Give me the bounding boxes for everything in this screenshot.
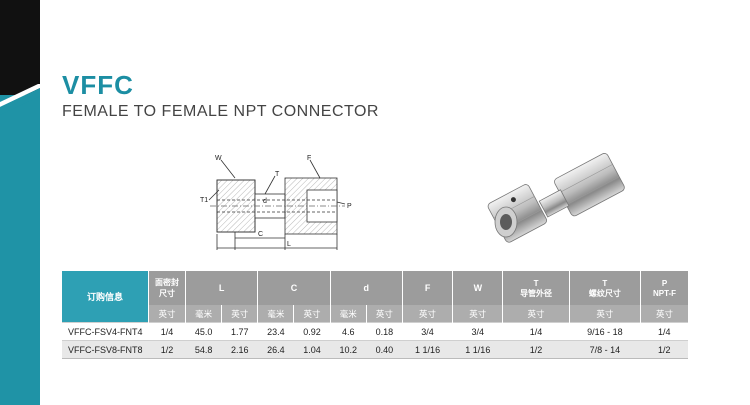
unit-cell: 毫米 bbox=[257, 305, 294, 323]
left-decor-stripe bbox=[0, 84, 40, 115]
table-cell: 3/4 bbox=[402, 322, 453, 341]
left-decor-teal bbox=[0, 95, 40, 405]
table-cell: VFFC-FSV8-FNT8 bbox=[62, 340, 149, 359]
unit-cell: 英寸 bbox=[568, 305, 641, 323]
table-cell: VFFC-FSV4-FNT4 bbox=[62, 322, 149, 341]
label-C: C bbox=[258, 231, 263, 238]
table-cell: 26.4 bbox=[257, 340, 294, 359]
label-F: F bbox=[307, 155, 311, 162]
table-cell: 7/8 - 14 bbox=[569, 340, 641, 359]
table-cell: 45.0 bbox=[185, 322, 222, 341]
table-cell: 2.16 bbox=[221, 340, 258, 359]
table-cell: 0.40 bbox=[366, 340, 403, 359]
label-L: L bbox=[287, 241, 291, 248]
unit-cell: 英寸 bbox=[452, 305, 503, 323]
table-cell: 1.04 bbox=[293, 340, 331, 359]
table-cell: 9/16 - 18 bbox=[569, 322, 641, 341]
page-subtitle: FEMALE TO FEMALE NPT CONNECTOR bbox=[62, 103, 379, 120]
header-face-seal: 面密封尺寸 bbox=[148, 271, 186, 305]
header-L: L bbox=[184, 271, 258, 305]
table-cell: 1/2 bbox=[640, 340, 688, 359]
product-image bbox=[487, 153, 625, 243]
left-decor-dark bbox=[0, 0, 40, 95]
label-T: T bbox=[275, 171, 280, 178]
table-cell: 0.92 bbox=[293, 322, 331, 341]
table-cell: 23.4 bbox=[257, 322, 294, 341]
table-row: VFFC-FSV8-FNT8 1/2 54.8 2.16 26.4 1.04 1… bbox=[62, 340, 688, 359]
unit-cell: 英寸 bbox=[365, 305, 403, 323]
table-cell: 1.77 bbox=[221, 322, 258, 341]
unit-cell: 英寸 bbox=[401, 305, 453, 323]
unit-cell: 英寸 bbox=[221, 305, 258, 323]
table-cell: 54.8 bbox=[185, 340, 222, 359]
unit-cell: 毫米 bbox=[329, 305, 367, 323]
table-cell: 1 1/16 bbox=[402, 340, 453, 359]
header-W: W bbox=[452, 271, 503, 305]
table-cell: 1 1/16 bbox=[452, 340, 503, 359]
table-cell: 1/2 bbox=[148, 340, 186, 359]
unit-cell: 英寸 bbox=[293, 305, 331, 323]
table-cell: 0.18 bbox=[366, 322, 403, 341]
table-cell: 3/4 bbox=[452, 322, 503, 341]
unit-cell: 英寸 bbox=[640, 305, 688, 323]
header-d: d bbox=[329, 271, 403, 305]
table-cell: 1/4 bbox=[148, 322, 186, 341]
header-C: C bbox=[257, 271, 331, 305]
label-W: W bbox=[215, 155, 222, 162]
label-P: P bbox=[347, 203, 352, 210]
connector-diagram: W F T T1 d P C L bbox=[200, 155, 352, 250]
table-cell: 4.6 bbox=[330, 322, 367, 341]
table-cell: 10.2 bbox=[330, 340, 367, 359]
label-T1: T1 bbox=[200, 197, 208, 204]
header-order-info: 订购信息 bbox=[62, 271, 149, 323]
unit-cell: 毫米 bbox=[184, 305, 222, 323]
unit-cell: 英寸 bbox=[148, 305, 186, 323]
page-title: VFFC bbox=[62, 70, 134, 100]
header-F: F bbox=[401, 271, 453, 305]
table-row: VFFC-FSV4-FNT4 1/4 45.0 1.77 23.4 0.92 4… bbox=[62, 322, 688, 341]
table-cell: 1/4 bbox=[502, 322, 570, 341]
unit-cell: 英寸 bbox=[502, 305, 570, 323]
table-cell: 1/2 bbox=[502, 340, 570, 359]
label-d: d bbox=[263, 198, 267, 205]
table-cell: 1/4 bbox=[640, 322, 688, 341]
